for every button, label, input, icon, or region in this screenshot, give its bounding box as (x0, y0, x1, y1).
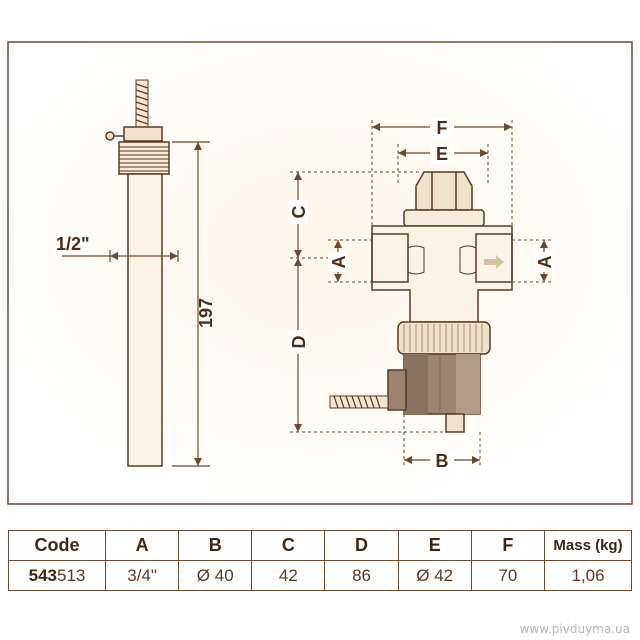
cell-A: 3/4" (104, 560, 180, 591)
header-E: E (397, 530, 472, 561)
dim-A-right: A (535, 256, 555, 269)
header-D: D (324, 530, 399, 561)
dim-A-left: A (329, 256, 349, 269)
flow-arrow-icon (484, 255, 504, 269)
dim-B: B (436, 451, 449, 471)
cell-D: 86 (324, 560, 399, 591)
valve-drawing: F E C D A A (288, 118, 555, 471)
code-suffix: 513 (57, 565, 86, 585)
technical-drawing: 1/2" 197 (7, 41, 633, 505)
dim-half-inch: 1/2" (56, 234, 90, 254)
drawing-frame (7, 41, 633, 505)
cell-code: 543513 (8, 560, 106, 591)
dim-197: 197 (196, 298, 216, 328)
pocket-tube (127, 173, 163, 467)
dim-E: E (436, 144, 448, 164)
table-header-row: Code A B C D E F Mass (kg) (8, 530, 632, 561)
watermark: www.pivduyma.ua (519, 622, 630, 636)
header-F: F (470, 530, 546, 561)
cell-E: Ø 42 (397, 560, 472, 591)
header-A: A (104, 530, 180, 561)
header-mass: Mass (kg) (544, 530, 632, 561)
code-prefix: 543 (28, 565, 57, 585)
dim-C: C (289, 206, 309, 219)
spring-cable-top (135, 79, 149, 129)
actuator-pin (445, 413, 465, 433)
spring-cable-side (329, 395, 389, 409)
valve-top-nut (415, 171, 473, 211)
dim-D: D (289, 336, 309, 349)
hex-nut (123, 126, 163, 142)
spec-table: Code A B C D E F Mass (kg) 543513 3/4" Ø… (8, 530, 632, 591)
sensor-pocket-drawing: 1/2" 197 (56, 79, 216, 467)
cell-mass: 1,06 (544, 560, 632, 591)
table-row: 543513 3/4" Ø 40 42 86 Ø 42 70 1,06 (8, 560, 632, 591)
header-code: Code (8, 530, 106, 561)
header-C: C (251, 530, 326, 561)
cell-C: 42 (251, 560, 326, 591)
dim-F: F (437, 118, 448, 138)
cell-B: Ø 40 (178, 560, 253, 591)
set-screw (105, 131, 115, 141)
cell-F: 70 (470, 560, 546, 591)
header-B: B (178, 530, 253, 561)
